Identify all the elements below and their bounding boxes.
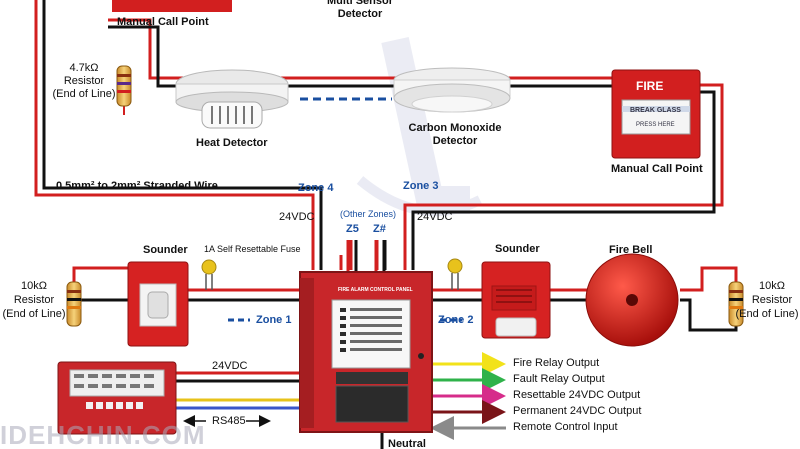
resistor-right-value: 10kΩ (759, 280, 785, 292)
fire-bell-icon (585, 253, 679, 347)
zone4-label: Zone 4 (298, 182, 334, 194)
manual-call-point-top-label: Manual Call Point (117, 16, 209, 28)
co-detector-label-line1: Carbon Monoxide (408, 122, 502, 134)
co-detector-label-line2: Detector (432, 135, 478, 147)
manual-call-point-right-icon (611, 69, 701, 159)
carbon-monoxide-detector-icon (393, 67, 511, 113)
resistor-right-eol: (End of Line) (735, 308, 799, 320)
bottom-left-wires (176, 371, 300, 410)
manual-call-point-top-icon (112, 0, 232, 12)
other-zones-label: (Other Zones) (340, 209, 397, 219)
output-fire-relay-label: Fire Relay Output (513, 357, 600, 369)
mcp-break-glass-text: BREAK GLASS (630, 107, 681, 114)
fire-bell-label: Fire Bell (609, 244, 653, 256)
neutral-label: Neutral (388, 438, 426, 449)
heat-detector-label: Heat Detector (196, 137, 268, 149)
mcp-fire-text: FIRE (636, 79, 664, 93)
output-permanent-label: Permanent 24VDC Output (513, 405, 642, 417)
zone2-label: Zone 2 (438, 314, 474, 326)
manual-call-point-right-label: Manual Call Point (611, 163, 703, 175)
v24-bottom-label: 24VDC (212, 360, 248, 372)
mcp-press-here-text: PRESS HERE (636, 122, 675, 128)
v24-right-label: 24VDC (417, 211, 453, 223)
v24-left-label: 24VDC (279, 211, 315, 223)
zhash-label: Z# (373, 223, 386, 235)
sounder-left-icon (127, 261, 189, 347)
output-remote-control-label: Remote Control Input (513, 421, 618, 433)
sounder-right-label: Sounder (495, 243, 540, 255)
panel-title-text: FIRE ALARM CONTROL PANEL (338, 287, 413, 293)
output-resettable-label: Resettable 24VDC Output (513, 389, 641, 401)
zone1-label: Zone 1 (256, 314, 292, 326)
zone3-label: Zone 3 (403, 180, 439, 192)
heat-detector-icon (175, 69, 289, 129)
resistor-left-value: 10kΩ (21, 280, 47, 292)
sounder-left-label: Sounder (143, 244, 188, 256)
output-fault-relay-label: Fault Relay Output (513, 373, 605, 385)
multi-sensor-label-line1: Multi Sensor (326, 0, 393, 7)
resistor-right-label: Resistor (751, 294, 793, 306)
resistor-left-icon (66, 281, 82, 327)
resistor-top-left-icon (116, 65, 132, 107)
resistor-right-icon (728, 281, 744, 327)
output-arrows (430, 352, 506, 440)
repeater-panel-icon (57, 361, 177, 435)
resistor-top-left-label: Resistor (63, 75, 105, 87)
rs485-label: RS485 (212, 415, 246, 427)
resistor-left-eol: (End of Line) (2, 308, 66, 320)
resistor-top-left-eol: (End of Line) (52, 88, 116, 100)
resistor-left-label: Resistor (13, 294, 55, 306)
sounder-right-icon (481, 261, 551, 339)
z5-label: Z5 (346, 223, 359, 235)
resistor-top-left-value: 4.7kΩ (69, 62, 99, 74)
outer-loop-wires (34, 0, 724, 278)
control-panel-icon (299, 271, 433, 433)
multi-sensor-label-line2: Detector (337, 8, 383, 20)
fuse-left-icon (201, 259, 217, 290)
fuse-right-icon (447, 258, 463, 290)
fuse-label: 1A Self Resettable Fuse (204, 244, 301, 254)
stranded-wire-label: 0.5mm² to 2mm² Stranded Wire (56, 180, 218, 192)
watermark-text: IDEHCHIN.COM (0, 420, 206, 449)
